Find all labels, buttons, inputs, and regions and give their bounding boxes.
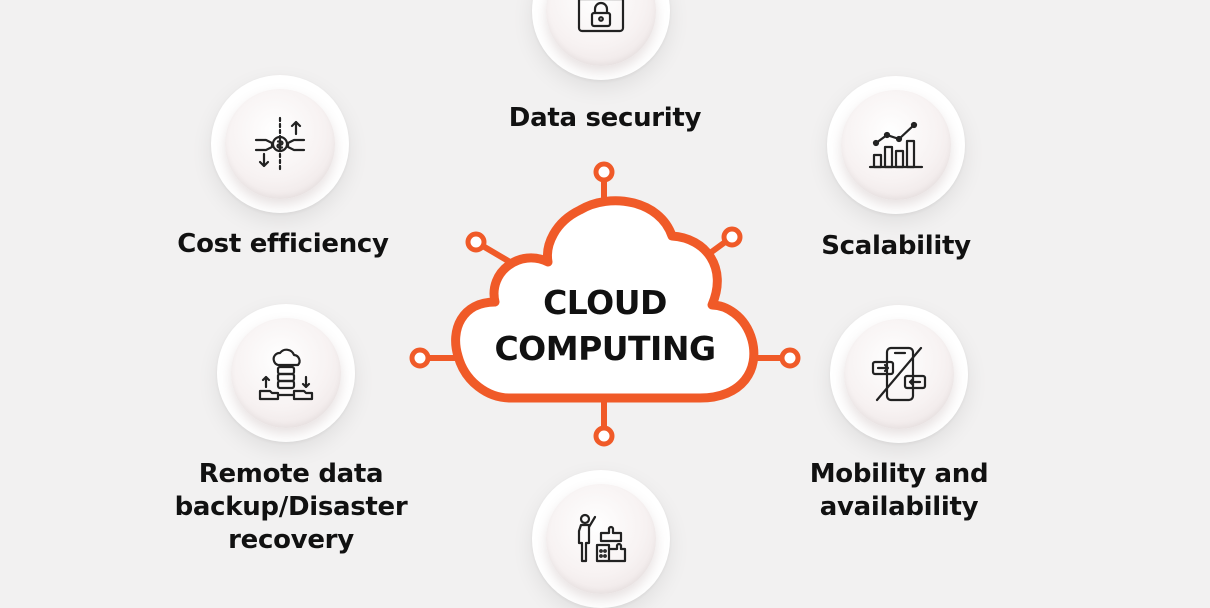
lock-icon	[577, 0, 625, 33]
remote-backup-label-line1: Remote data	[198, 459, 384, 489]
mobility-badge	[830, 305, 968, 443]
scalability-label: Scalability	[821, 231, 971, 261]
cost-efficiency-label: Cost efficiency	[177, 229, 389, 259]
remote-backup-label-line2: backup/Disaster	[174, 492, 408, 522]
center-title-line2: COMPUTING	[494, 329, 716, 368]
data-security-label: Data security	[508, 103, 702, 133]
mobility-label-line2: availability	[819, 492, 979, 522]
cloud-shape	[451, 196, 759, 403]
remote-backup-badge	[217, 304, 355, 442]
node-top	[593, 161, 615, 183]
node-upper-right	[721, 226, 743, 248]
growth-chart-icon	[868, 121, 924, 169]
remote-backup-label-line3: recovery	[228, 525, 354, 555]
cost-efficiency-badge	[211, 75, 349, 213]
collaboration-badge	[532, 470, 670, 608]
node-left	[409, 347, 431, 369]
data-backup-icon	[258, 348, 314, 401]
collaboration-icon	[577, 513, 627, 563]
scalability-badge	[827, 76, 965, 214]
mobile-transfer-icon	[871, 346, 927, 402]
center-title-line1: CLOUD	[543, 283, 667, 322]
node-right	[779, 347, 801, 369]
node-upper-left	[465, 231, 487, 253]
mobility-label-line1: Mobility and	[809, 459, 989, 489]
node-bottom	[593, 425, 615, 447]
cost-exchange-icon	[254, 116, 306, 172]
